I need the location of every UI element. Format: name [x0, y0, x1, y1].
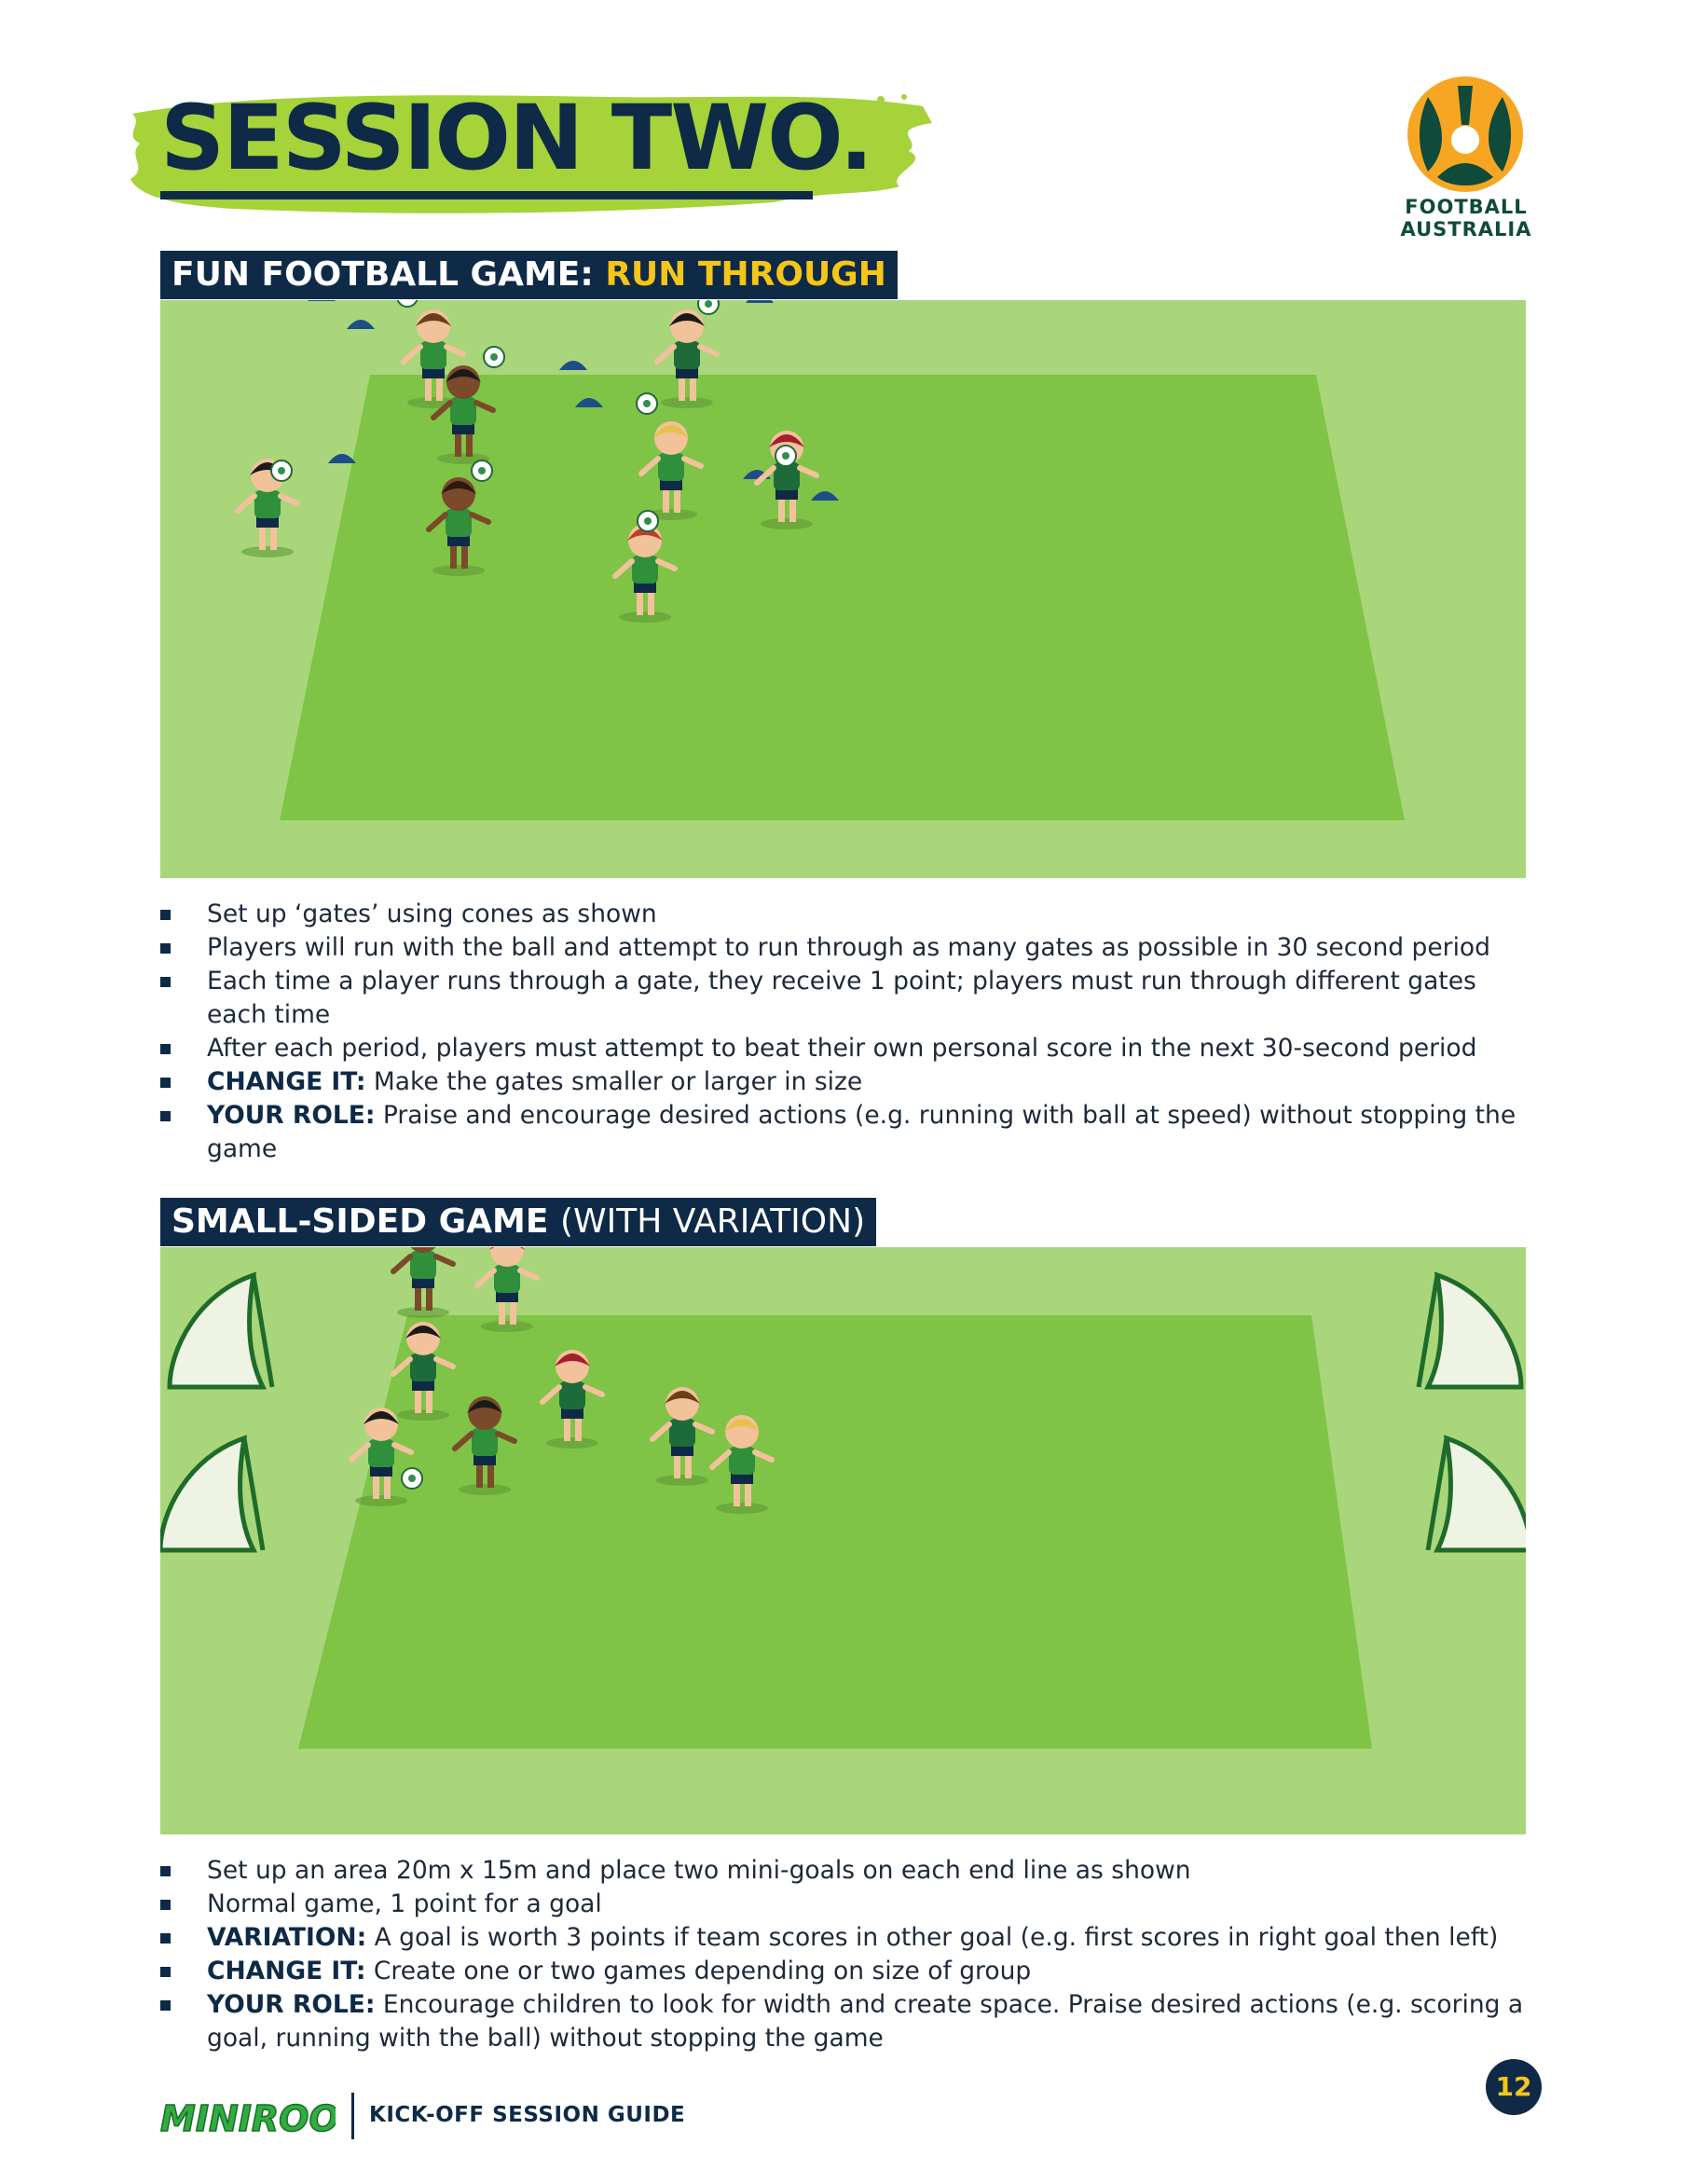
run-through-pitch-diagram — [160, 300, 1526, 878]
list-item: Set up an area 20m x 15m and place two m… — [160, 1854, 1530, 1888]
list-item: VARIATION: A goal is worth 3 points if t… — [160, 1921, 1530, 1955]
page-number: 12 — [1486, 2059, 1542, 2115]
player-figure — [401, 309, 466, 408]
footer-divider — [351, 2093, 354, 2139]
section2-instructions: Set up an area 20m x 15m and place two m… — [160, 1854, 1530, 2055]
players-group — [349, 1247, 775, 1514]
small-sided-game-pitch-diagram — [160, 1247, 1526, 1834]
player-figure — [391, 1247, 456, 1318]
mini-goals-group — [160, 1271, 1526, 1553]
cone-icon — [559, 361, 587, 370]
section2-header: SMALL-SIDED GAME (WITH VARIATION) — [160, 1198, 877, 1246]
page-title: SESSION TWO. — [160, 86, 873, 190]
list-item: CHANGE IT: Make the gates smaller or lar… — [160, 1065, 1530, 1099]
title-underline — [160, 191, 813, 199]
section1-instructions: Set up ‘gates’ using cones as shown Play… — [160, 898, 1530, 1166]
list-item: Each time a player runs through a gate, … — [160, 965, 1530, 1032]
footer-title: KICK-OFF SESSION GUIDE — [369, 2103, 686, 2127]
logo-text-line2: AUSTRALIA — [1400, 218, 1532, 240]
player-figure — [709, 1415, 775, 1514]
player-figure — [540, 1350, 605, 1449]
title-brush-stroke — [130, 94, 932, 213]
cone-icon — [328, 454, 356, 463]
section1-title-main: FUN FOOTBALL GAME: — [172, 255, 606, 294]
player-figure — [474, 1247, 540, 1332]
variation-text: A goal is worth 3 points if team scores … — [366, 1923, 1499, 1952]
role-text: Praise and encourage desired actions (e.… — [207, 1101, 1516, 1163]
football-icon — [636, 392, 658, 415]
section1-title-highlight: RUN THROUGH — [605, 255, 886, 294]
player-figure — [431, 365, 496, 464]
football-icon — [637, 510, 659, 532]
list-item: YOUR ROLE: Encourage children to look fo… — [160, 1988, 1530, 2055]
pitch-area — [298, 1315, 1372, 1749]
change-text: Create one or two games depending on siz… — [365, 1957, 1032, 1985]
mini-goal-icon — [167, 1271, 275, 1390]
players-group — [235, 300, 819, 623]
football-icon — [270, 460, 293, 482]
miniroos-logo-text: MINIROOS — [160, 2098, 336, 2139]
list-item: YOUR ROLE: Praise and encourage desired … — [160, 1099, 1530, 1166]
cone-icon — [811, 491, 839, 501]
section1-header: FUN FOOTBALL GAME: RUN THROUGH — [160, 251, 898, 299]
football-icon — [401, 1467, 423, 1490]
football-australia-logo-icon — [1407, 76, 1523, 192]
player-figure — [650, 1387, 715, 1486]
logo-text: FOOTBALL AUSTRALIA — [1352, 196, 1581, 240]
player-figure — [426, 477, 491, 576]
cone-icon — [746, 300, 774, 303]
change-label: CHANGE IT: — [207, 1067, 366, 1096]
player-figure — [452, 1396, 517, 1495]
mini-goal-icon — [1425, 1435, 1526, 1553]
change-label: CHANGE IT: — [207, 1957, 366, 1985]
cone-icon — [347, 320, 375, 329]
logo-text-line1: FOOTBALL — [1405, 196, 1528, 218]
list-item: Normal game, 1 point for a goal — [160, 1888, 1530, 1921]
section2-title-main: SMALL-SIDED GAME — [172, 1202, 561, 1241]
player-figure — [654, 309, 720, 408]
pitch-area — [280, 375, 1405, 820]
football-icon — [483, 346, 505, 368]
player-figure — [349, 1408, 414, 1506]
football-icon — [775, 445, 797, 467]
cone-icon — [575, 398, 603, 407]
list-item: After each period, players must attempt … — [160, 1032, 1530, 1065]
list-item: Set up ‘gates’ using cones as shown — [160, 898, 1530, 931]
cone-icon — [308, 300, 336, 301]
role-label: YOUR ROLE: — [207, 1990, 376, 2019]
mini-goal-icon — [160, 1435, 266, 1553]
player-figure — [391, 1322, 456, 1421]
player-figure — [612, 524, 678, 623]
mini-goal-icon — [1416, 1271, 1524, 1390]
role-text: Encourage children to look for width and… — [207, 1990, 1524, 2053]
role-label: YOUR ROLE: — [207, 1101, 376, 1130]
list-item: CHANGE IT: Create one or two games depen… — [160, 1955, 1530, 1988]
player-figure — [638, 421, 704, 520]
football-icon — [697, 300, 720, 315]
football-icon — [471, 460, 493, 482]
list-item: Players will run with the ball and attem… — [160, 931, 1530, 965]
miniroos-logo-icon: MINIROOS — [159, 2097, 336, 2140]
change-text: Make the gates smaller or larger in size — [365, 1067, 863, 1096]
variation-label: VARIATION: — [207, 1923, 367, 1952]
section2-title-light: (WITH VARIATION) — [560, 1202, 866, 1241]
football-icon — [396, 300, 419, 308]
